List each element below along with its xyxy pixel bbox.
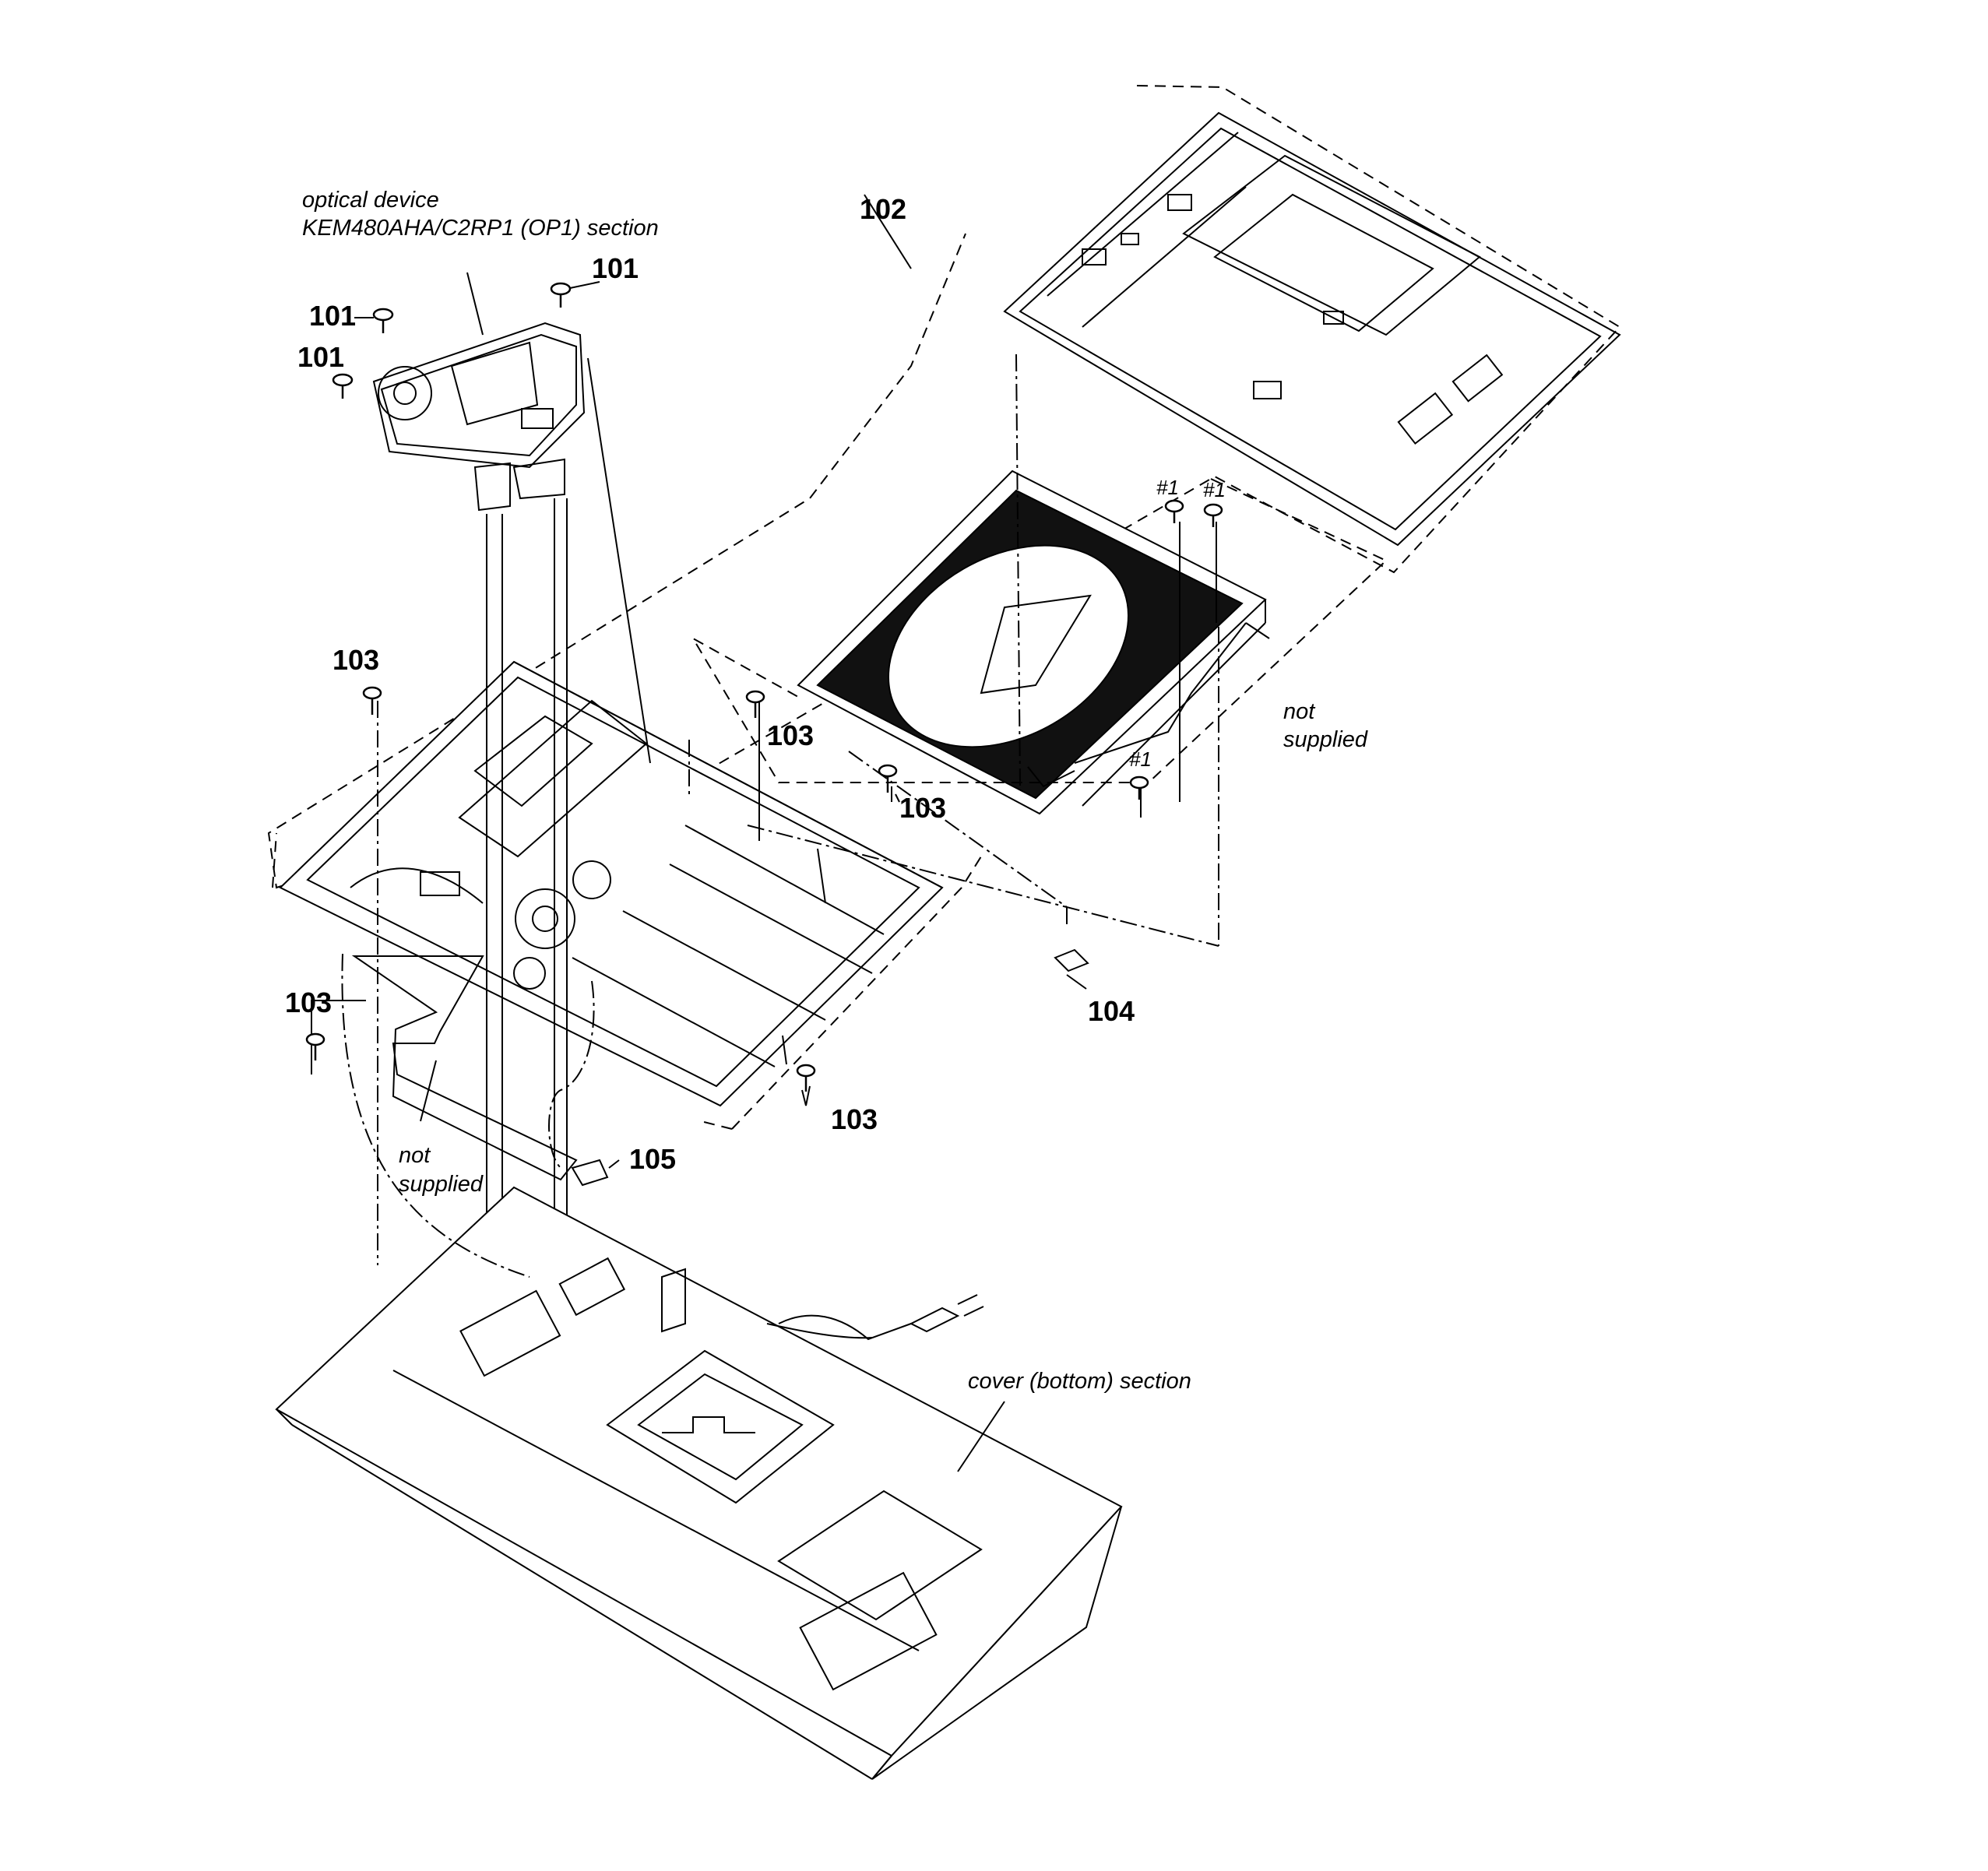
callout-103-lower-right: 103 bbox=[831, 1103, 878, 1135]
screw-103-e bbox=[796, 1064, 816, 1092]
not-supplied-cable-line2: supplied bbox=[399, 1172, 484, 1197]
callout-hash1-a: #1 bbox=[1156, 476, 1179, 499]
callout-103-center: 103 bbox=[767, 719, 815, 751]
screw-103-d bbox=[305, 1032, 325, 1060]
callout-103-lower-left: 103 bbox=[285, 986, 333, 1018]
callout-105: 105 bbox=[629, 1143, 677, 1175]
cover-bottom-section-label: cover (bottom) section bbox=[968, 1369, 1191, 1394]
not-supplied-tray-line2: supplied bbox=[1283, 727, 1368, 752]
screw-103-c bbox=[878, 764, 898, 793]
screws bbox=[305, 282, 1223, 1092]
optical-device-label-line1: optical device bbox=[302, 188, 439, 213]
callout-103-right: 103 bbox=[899, 792, 947, 824]
screw-101-c bbox=[332, 373, 354, 399]
part-104 bbox=[1054, 948, 1089, 972]
screw-103-b bbox=[745, 690, 765, 718]
optical-device-op1 bbox=[372, 322, 651, 1246]
disc-tray-assembly bbox=[797, 470, 1267, 815]
group-boundary-tray bbox=[691, 478, 1388, 783]
screw-hash1-a bbox=[1164, 499, 1184, 523]
label-leader-lines bbox=[354, 272, 1270, 1472]
part-105 bbox=[571, 1159, 609, 1187]
screw-103-a bbox=[362, 686, 382, 715]
callout-101-top: 101 bbox=[592, 252, 639, 284]
screw-hash1-c bbox=[1129, 775, 1149, 800]
dash-dot-leaders bbox=[341, 353, 1219, 1278]
callout-hash1-c: #1 bbox=[1129, 747, 1152, 771]
bottom-cover-assembly bbox=[275, 1186, 1123, 1780]
screw-101-b bbox=[550, 282, 572, 308]
callout-102: 102 bbox=[860, 193, 907, 225]
screw-leader-lines bbox=[311, 522, 1217, 1106]
callout-101-left: 101 bbox=[297, 341, 345, 373]
group-boundary-middle bbox=[731, 856, 982, 1130]
callout-103-upper-left: 103 bbox=[333, 644, 380, 676]
not-supplied-tray-line1: not bbox=[1283, 699, 1315, 724]
power-cord bbox=[766, 1323, 873, 1339]
screw-hash1-b bbox=[1203, 503, 1223, 527]
middle-chassis-frame bbox=[279, 660, 944, 1107]
optical-device-label-line2: KEM480AHA/C2RP1 (OP1) section bbox=[302, 216, 659, 241]
callout-104: 104 bbox=[1088, 995, 1135, 1027]
not-supplied-cable-line1: not bbox=[399, 1143, 431, 1168]
top-chassis-plate-102 bbox=[1003, 111, 1621, 547]
callout-101-middle: 101 bbox=[309, 300, 357, 332]
leader-102 bbox=[864, 194, 912, 269]
screw-101-a bbox=[372, 308, 394, 333]
callout-hash1-b: #1 bbox=[1203, 478, 1226, 501]
